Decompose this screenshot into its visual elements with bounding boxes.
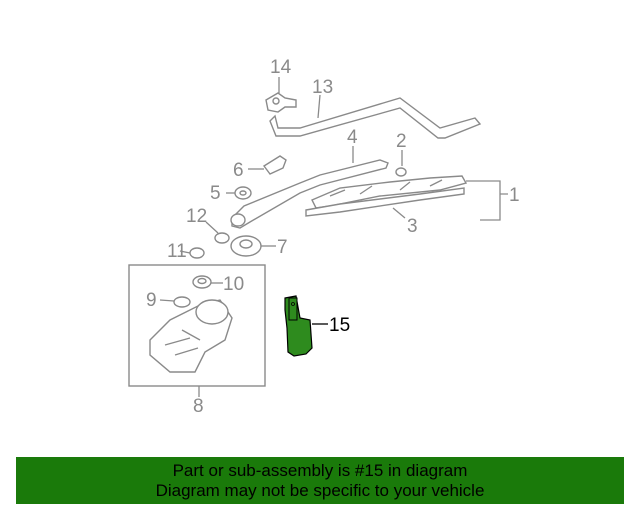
callout-2: 2: [396, 131, 407, 152]
callout-3: 3: [407, 216, 418, 237]
banner-line-2: Diagram may not be specific to your vehi…: [155, 481, 485, 500]
leader-9: [159, 299, 175, 302]
part-5-nut[interactable]: [234, 186, 252, 200]
callout-1: 1: [509, 185, 520, 206]
part-7-seal[interactable]: [230, 235, 262, 257]
part-13-washer-hose[interactable]: [269, 97, 482, 139]
leader-3: [392, 207, 406, 219]
leader-13: [317, 94, 321, 119]
part-8-motor-assembly[interactable]: [128, 264, 266, 387]
callout-4: 4: [347, 127, 358, 148]
part-1-wiper-blade[interactable]: [305, 175, 468, 217]
part-11-washer[interactable]: [189, 247, 205, 259]
callout-11: 11: [167, 241, 187, 262]
callout-9: 9: [146, 290, 157, 311]
part-14-plug[interactable]: [265, 92, 297, 113]
callout-14: 14: [270, 57, 292, 78]
callout-7: 7: [277, 237, 288, 258]
info-banner: Part or sub-assembly is #15 in diagram D…: [16, 457, 624, 504]
part-12-grommet[interactable]: [214, 232, 230, 244]
callout-10: 10: [223, 274, 244, 295]
part-6-cap[interactable]: [262, 155, 287, 175]
banner-line-1: Part or sub-assembly is #15 in diagram: [172, 461, 468, 480]
leader-12: [205, 221, 219, 234]
part-10-bushing[interactable]: [192, 275, 212, 289]
part-4-wiper-arm[interactable]: [230, 159, 389, 229]
callout-15: 15: [329, 315, 350, 336]
callout-8: 8: [193, 396, 204, 417]
part-2-nut[interactable]: [395, 167, 407, 177]
part-9-bushing[interactable]: [173, 296, 191, 308]
callout-5: 5: [210, 183, 221, 204]
leader-11: [179, 250, 191, 254]
callout-12: 12: [186, 206, 207, 227]
callout-6: 6: [233, 160, 244, 181]
part-15-relay[interactable]: [284, 295, 313, 357]
leader-1: [466, 180, 508, 221]
callout-13: 13: [312, 77, 333, 98]
